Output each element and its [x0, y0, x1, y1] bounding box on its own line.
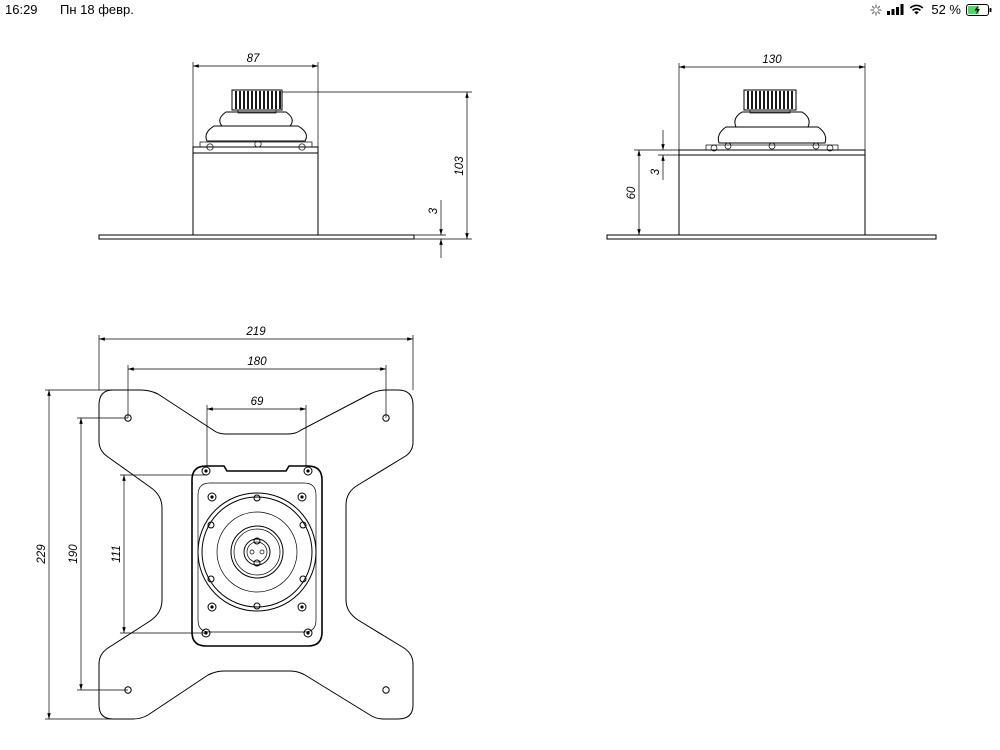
- status-right-group: 52 %: [870, 2, 992, 17]
- dim-front-width: 130: [762, 54, 782, 66]
- top-rotating-disc: [197, 492, 317, 612]
- activity-spinner-icon: [870, 3, 883, 16]
- dim-front-height: 60: [626, 186, 638, 199]
- top-center-block: [191, 465, 323, 647]
- status-bar: 16:29 Пн 18 февр. 52 %: [0, 0, 1000, 20]
- dim-front-plate-thickness: 3: [650, 168, 662, 175]
- front-body-box: [678, 149, 866, 236]
- dim-top-hole-spacing-y: 190: [68, 544, 80, 564]
- dim-side-width: 87: [247, 53, 260, 65]
- top-block-bolts: [201, 466, 313, 638]
- dim-top-overall-width: 219: [245, 326, 266, 338]
- status-time: 16:29: [5, 2, 38, 17]
- battery-charging-icon: [966, 3, 992, 16]
- front-view: [606, 89, 937, 240]
- dim-side-height: 103: [454, 156, 466, 176]
- dim-top-hole-spacing-x: 180: [247, 356, 267, 368]
- top-corner-hole: [382, 686, 390, 694]
- side-view-dimensions: 87 103 3: [192, 53, 472, 258]
- side-base-plate: [98, 234, 415, 240]
- dim-side-plate-thickness: 3: [428, 207, 440, 214]
- top-view: [98, 389, 414, 720]
- side-view: [98, 89, 415, 240]
- dim-top-overall-height: 229: [36, 544, 48, 565]
- front-base-plate: [606, 234, 937, 240]
- front-view-dimensions: 130 3 60: [626, 54, 866, 235]
- wifi-icon: [910, 4, 924, 15]
- battery-percent: 52 %: [931, 2, 961, 17]
- status-date: Пн 18 февр.: [60, 2, 134, 17]
- top-x-plate: [98, 389, 414, 720]
- side-cushion: [205, 125, 307, 142]
- dim-top-inner-height: 111: [111, 545, 123, 562]
- side-body-box: [192, 146, 319, 236]
- cellular-signal-icon: [887, 4, 904, 15]
- front-cushion: [717, 126, 827, 144]
- top-disc-bolts: [207, 494, 307, 610]
- top-view-dimensions: 219 180 69 229 190 111: [36, 326, 414, 720]
- dim-top-inner-width: 69: [251, 396, 264, 408]
